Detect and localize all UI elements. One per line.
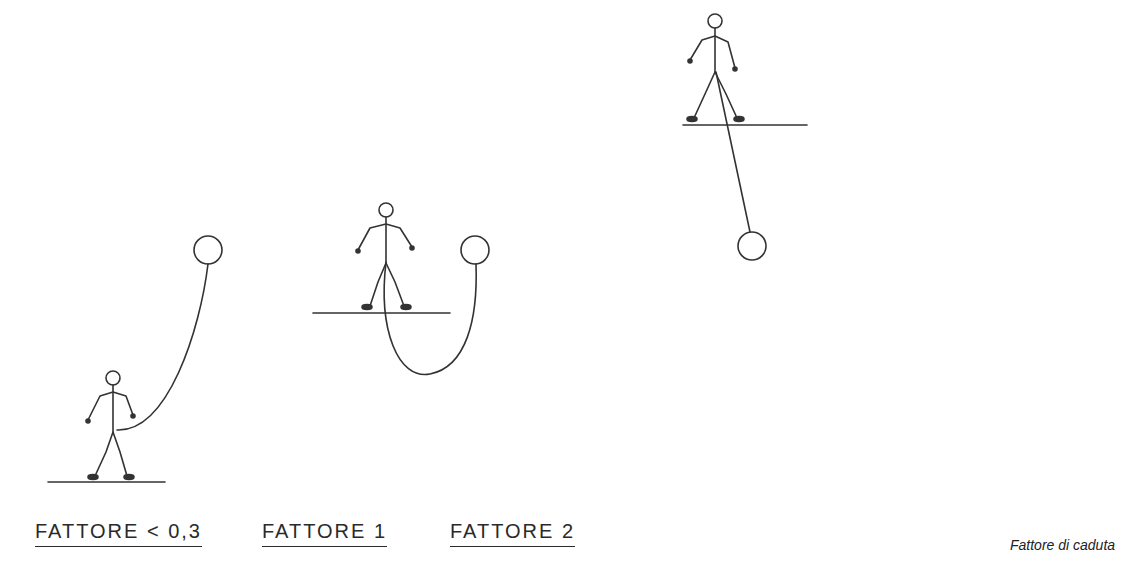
rope [716, 72, 750, 232]
anchor-point [461, 236, 489, 264]
factor-label: FATTORE 2 [450, 520, 575, 547]
rope [117, 264, 208, 430]
factor-label: FATTORE 1 [262, 520, 387, 547]
climber-figure [313, 203, 450, 313]
climber-figure [48, 371, 165, 482]
climber-figure [683, 14, 807, 125]
anchor-point [194, 236, 222, 264]
factor-label: FATTORE < 0,3 [35, 520, 202, 547]
anchor-point [738, 232, 766, 260]
rope [384, 262, 476, 374]
caption: Fattore di caduta [1010, 537, 1115, 553]
